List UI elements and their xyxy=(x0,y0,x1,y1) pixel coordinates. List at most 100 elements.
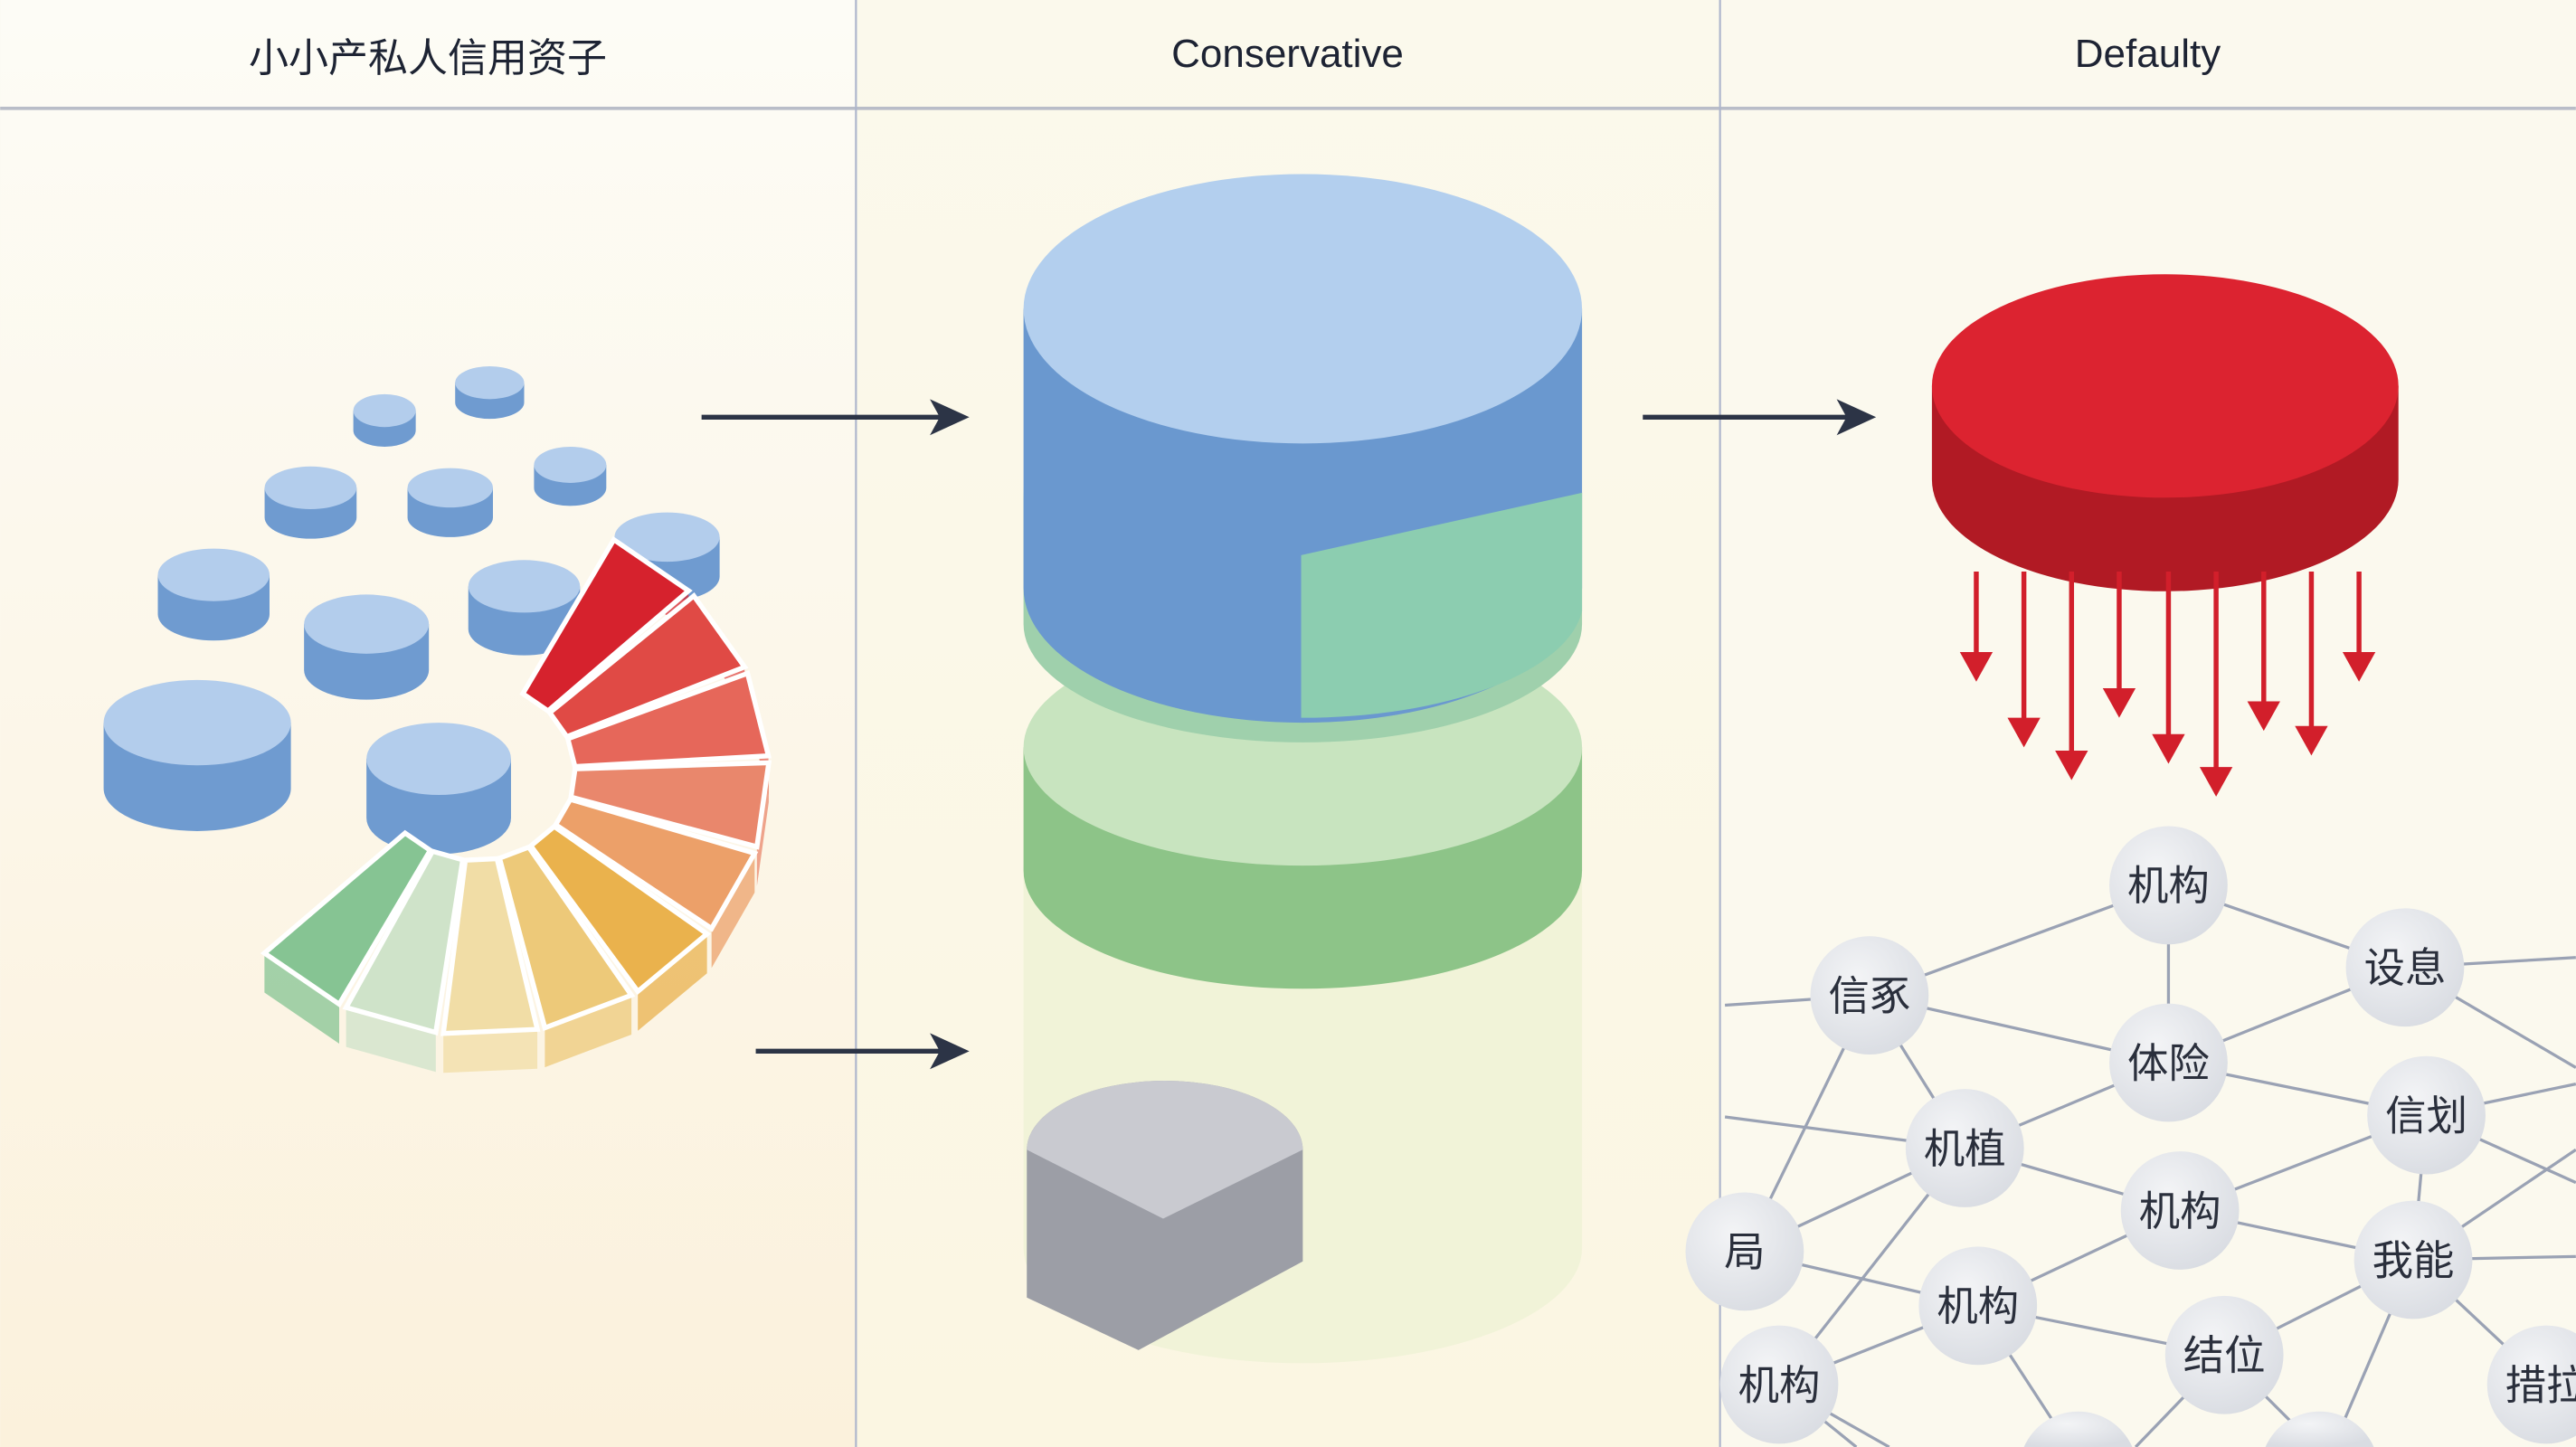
ring-segment-side xyxy=(346,1007,436,1073)
down-arrow-icon xyxy=(2102,572,2136,718)
ring-segment-top xyxy=(568,760,772,850)
green-notch xyxy=(1301,492,1583,718)
ring-segment-top xyxy=(527,823,712,996)
ring-segment-top xyxy=(496,844,636,1032)
ring-segment xyxy=(527,823,712,1031)
cylinder-top xyxy=(304,594,430,654)
cylinder-top xyxy=(157,548,270,601)
down-arrow-icon xyxy=(1959,572,1994,682)
down-arrow-icon xyxy=(2247,572,2280,732)
small-asset-disc xyxy=(468,560,581,656)
network-node: 体险 xyxy=(2109,1003,2228,1122)
network-node-label: 机植 xyxy=(1924,1125,2006,1173)
cylinder-top xyxy=(264,466,357,509)
network-node-label: 机构 xyxy=(2127,862,2210,910)
network-node-label: 体险 xyxy=(2127,1039,2210,1087)
network-node-circle xyxy=(2486,1325,2576,1444)
down-arrow-icon xyxy=(2342,572,2376,682)
network-node: 设息 xyxy=(2345,908,2465,1027)
network-node-circle xyxy=(2367,1055,2486,1175)
arrow-head xyxy=(2007,717,2041,748)
arrow-head xyxy=(930,1033,970,1070)
default-illustration xyxy=(1931,274,2399,797)
conservative-stack-illustration xyxy=(1023,174,1583,1364)
network-node-label: 我能 xyxy=(2372,1236,2455,1284)
network-node-circle xyxy=(1719,1325,1839,1444)
down-arrow-icon xyxy=(2295,572,2328,756)
network-node-label: 机构 xyxy=(1937,1282,2019,1330)
flow-arrows xyxy=(701,399,1877,1070)
cylinder-top xyxy=(1023,174,1583,444)
ring-segment-side xyxy=(443,1029,538,1073)
column-title-conservative: Conservative xyxy=(1171,32,1404,76)
network-node-circle xyxy=(2164,1295,2284,1414)
small-asset-disc xyxy=(103,679,291,831)
network-node-label: 机构 xyxy=(1738,1361,1821,1409)
network-node-label: 设息 xyxy=(2364,944,2447,992)
cylinder-top xyxy=(366,723,511,796)
right-arrow-icon xyxy=(701,399,970,436)
ring-segment-top xyxy=(546,591,749,740)
network-node: 结位 xyxy=(2164,1295,2284,1414)
small-asset-disc xyxy=(157,548,270,641)
institution-network: 机构信豖设息体险信划机植机构局我能机构结位机构措拉 xyxy=(1685,826,2576,1447)
cylinder-top xyxy=(1931,274,2399,498)
ring-segment-top xyxy=(342,848,466,1036)
network-node: 机构 xyxy=(1918,1246,2038,1366)
network-node xyxy=(2023,1411,2133,1447)
arrow-head xyxy=(2199,767,2233,797)
arrow-head xyxy=(2247,701,2280,732)
arrow-head xyxy=(2102,687,2136,718)
ring-segment xyxy=(552,796,759,969)
network-node-circle xyxy=(2109,826,2228,945)
small-asset-disc xyxy=(366,723,511,855)
ring-segment-side xyxy=(545,995,632,1068)
ring-segment-top xyxy=(440,856,541,1036)
arrow-head xyxy=(2295,725,2328,756)
network-node-circle xyxy=(1918,1246,2038,1366)
cylinder-top xyxy=(353,393,416,428)
column-title-default: Defaulty xyxy=(2074,32,2221,76)
network-node-label: 信豖 xyxy=(1829,972,1911,1020)
cylinder-top xyxy=(614,512,720,563)
cylinder-top xyxy=(407,468,493,508)
network-node: 机构 xyxy=(1719,1325,1839,1444)
small-asset-disc xyxy=(304,594,430,700)
network-node-circle xyxy=(2345,908,2465,1027)
network-node-label: 措拉 xyxy=(2505,1361,2576,1409)
ring-segment xyxy=(496,844,636,1068)
network-node-label: 结位 xyxy=(2183,1332,2266,1380)
network-node-circle xyxy=(1685,1192,1804,1311)
right-arrow-icon xyxy=(755,1033,970,1070)
down-arrow-icon xyxy=(2055,572,2088,780)
down-arrow-icon xyxy=(2152,572,2185,764)
grey-block-top xyxy=(1027,1081,1303,1219)
ring-segment-side xyxy=(638,933,707,1031)
ring-segment-top xyxy=(564,670,772,770)
network-node: 信划 xyxy=(2367,1055,2486,1175)
network-node: 局 xyxy=(1685,1192,1804,1311)
ring-segment xyxy=(260,829,434,1044)
network-node xyxy=(2265,1411,2374,1447)
ring-segment-top xyxy=(519,535,693,714)
ring-segment xyxy=(440,856,541,1073)
ring-segment-side xyxy=(711,853,755,969)
network-node-label: 局 xyxy=(1724,1228,1765,1276)
arrow-head xyxy=(930,399,970,436)
cylinder-top xyxy=(534,446,607,483)
arrow-head xyxy=(2152,733,2185,764)
small-asset-disc xyxy=(534,446,607,506)
network-node: 信豖 xyxy=(1810,936,1929,1055)
down-arrow-icon xyxy=(2199,572,2233,797)
network-node: 机构 xyxy=(2109,826,2228,945)
network-node-circle xyxy=(2120,1151,2240,1270)
column-title-private-credit: 小小产私人信用资子 xyxy=(249,36,607,80)
small-asset-disc xyxy=(407,468,493,537)
small-asset-disc xyxy=(264,466,357,539)
network-node-circle xyxy=(1905,1089,2024,1207)
small-asset-disc xyxy=(455,365,525,420)
right-arrow-icon xyxy=(1643,399,1877,436)
ring-segment xyxy=(568,760,772,886)
